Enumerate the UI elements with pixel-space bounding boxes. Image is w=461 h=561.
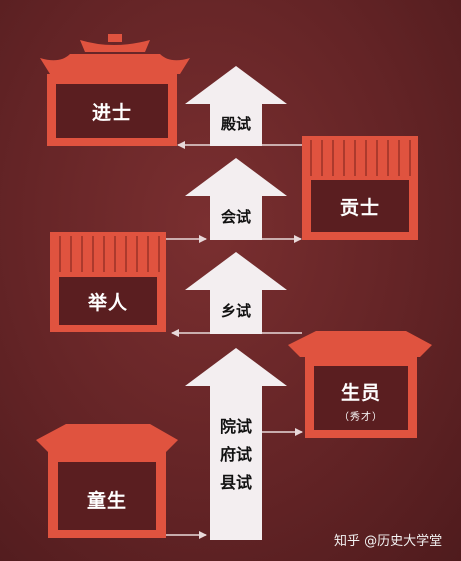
label-tongsheng: 童生 xyxy=(86,490,127,512)
label-gongshi: 贡士 xyxy=(339,197,380,219)
gongshi-building xyxy=(302,136,418,240)
label-xiangshi: 乡试 xyxy=(220,302,251,320)
shengyuan-building xyxy=(288,331,432,438)
label-juren: 举人 xyxy=(87,292,128,314)
label-huishi: 会试 xyxy=(220,208,251,226)
tongsheng-roof xyxy=(36,424,178,452)
shengyuan-panel xyxy=(314,366,408,430)
jinshi-panel xyxy=(56,84,168,138)
huishi-arrow xyxy=(185,158,287,240)
shengyuan-roof xyxy=(288,331,432,357)
gongshi-panel xyxy=(311,180,409,232)
dianshi-arrow xyxy=(185,66,287,146)
jinshi-building xyxy=(40,34,190,146)
county-exams-arrow xyxy=(185,348,287,540)
juren-panel xyxy=(59,277,157,325)
jinshi-roof xyxy=(40,54,190,74)
watermark-text: 知乎 @历史大学堂 xyxy=(334,534,443,549)
label-shengyuan-note: （秀才） xyxy=(339,412,383,423)
label-jinshi: 进士 xyxy=(91,102,132,124)
jinshi-roof-top xyxy=(80,40,150,52)
juren-building xyxy=(50,232,166,332)
label-xianshi: 县试 xyxy=(219,473,252,492)
label-fushi: 府试 xyxy=(219,445,252,464)
xiangshi-arrow xyxy=(185,252,287,334)
label-dianshi: 殿试 xyxy=(220,115,251,133)
label-yuanshi: 院试 xyxy=(219,417,252,436)
tongsheng-building xyxy=(36,424,178,538)
tongsheng-panel xyxy=(58,462,156,530)
label-shengyuan: 生员 xyxy=(340,382,381,404)
